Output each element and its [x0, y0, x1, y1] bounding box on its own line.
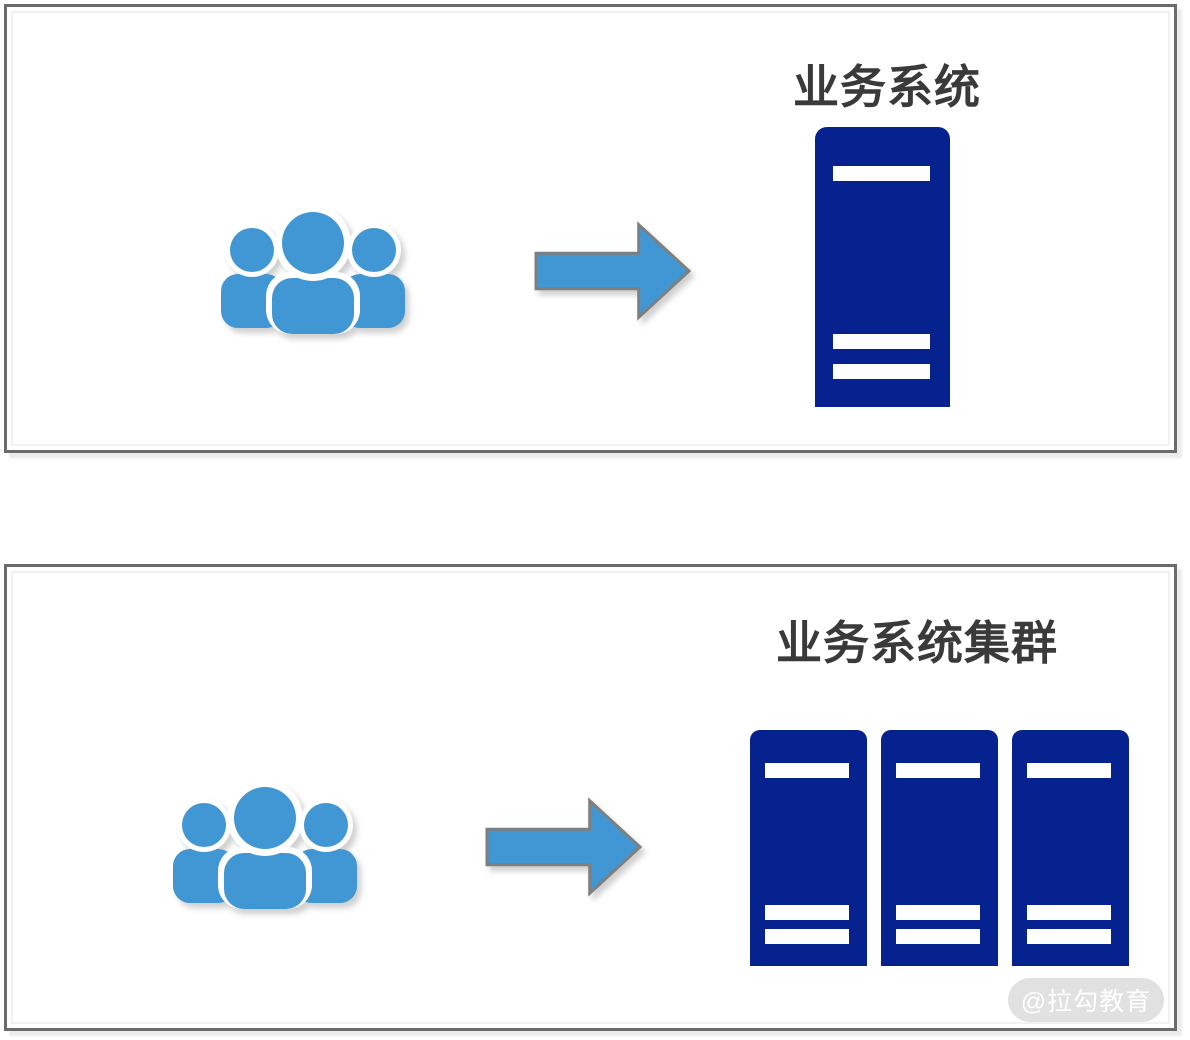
server-tower-icon: [815, 127, 950, 407]
server-slot-bar: [1027, 763, 1112, 779]
server-slot-bar: [896, 763, 981, 779]
server-tower-icon: [881, 730, 998, 966]
server-slot-bar: [765, 929, 850, 945]
server-slot-bar: [896, 904, 981, 920]
watermark-badge: @拉勾教育: [1008, 978, 1164, 1022]
server-slot-bar: [1027, 904, 1112, 920]
watermark-label: @拉勾教育: [1020, 988, 1152, 1016]
right-arrow-icon: [534, 221, 692, 321]
server-slot-bar: [832, 166, 930, 182]
servers-row: [750, 730, 1129, 966]
server-slot-bar: [832, 363, 930, 379]
panel-title: 业务系统: [793, 61, 981, 113]
right-arrow-icon: [485, 797, 643, 897]
users-group-icon: [173, 785, 357, 909]
server-tower-icon: [750, 730, 867, 966]
server-slot-bar: [832, 334, 930, 350]
server-tower-icon: [1012, 730, 1129, 966]
server-slot-bar: [896, 929, 981, 945]
server-slot-bar: [1027, 929, 1112, 945]
server-slot-bar: [765, 763, 850, 779]
panel-cluster-system: 业务系统集群: [4, 564, 1177, 1031]
server-slot-bar: [765, 904, 850, 920]
panel-title: 业务系统集群: [776, 617, 1058, 669]
panel-single-system: 业务系统: [4, 4, 1177, 453]
users-group-icon: [221, 210, 405, 334]
servers-row: [815, 127, 950, 407]
